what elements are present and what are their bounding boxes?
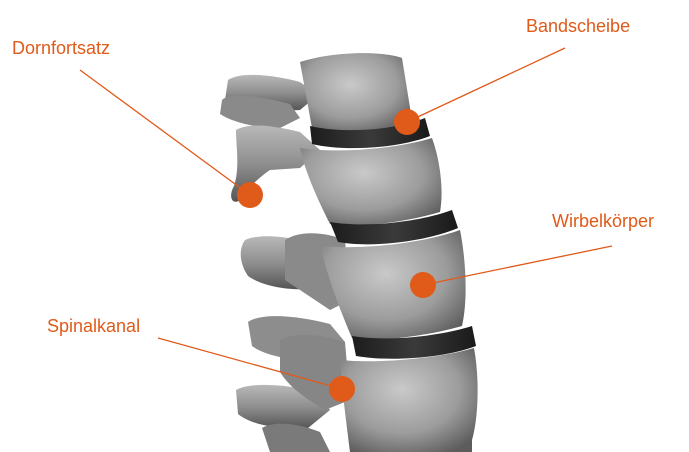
leader-line-dornfortsatz bbox=[80, 70, 250, 195]
vertebra-2 bbox=[300, 138, 442, 226]
marker-dornfortsatz bbox=[237, 182, 263, 208]
marker-wirbelkoerper bbox=[410, 272, 436, 298]
label-dornfortsatz: Dornfortsatz bbox=[12, 38, 110, 58]
leader-line-bandscheibe bbox=[407, 48, 565, 122]
vertebra-4 bbox=[340, 348, 478, 452]
marker-bandscheibe bbox=[394, 109, 420, 135]
marker-spinalkanal bbox=[329, 376, 355, 402]
label-spinalkanal: Spinalkanal bbox=[47, 316, 140, 336]
label-bandscheibe: Bandscheibe bbox=[526, 16, 630, 36]
label-wirbelkoerper: Wirbelkörper bbox=[552, 211, 654, 231]
